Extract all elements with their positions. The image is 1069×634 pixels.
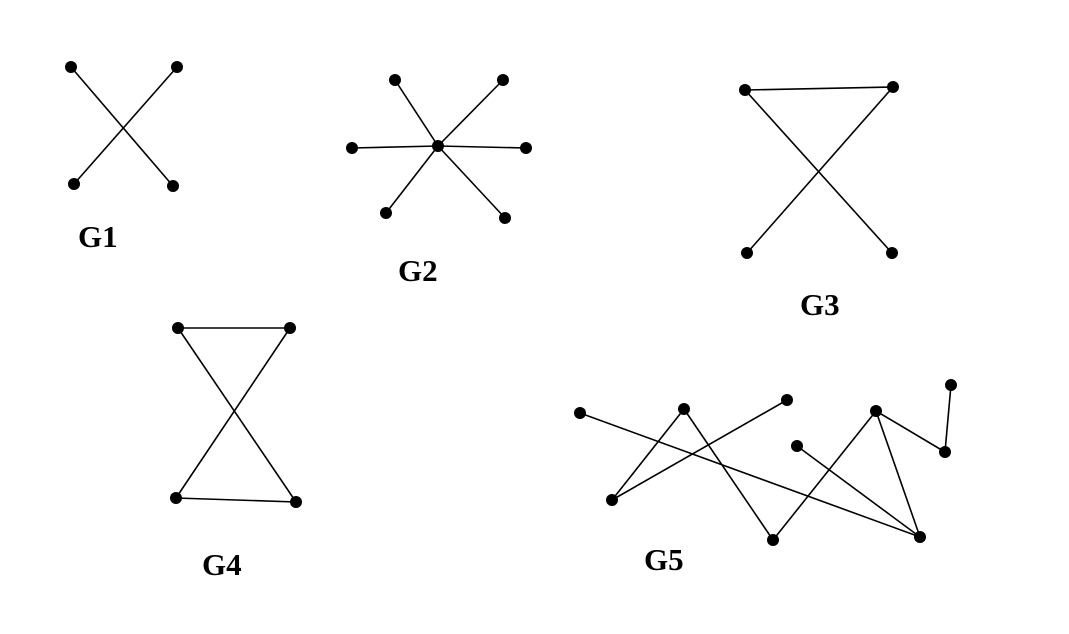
g4-node-c (170, 492, 182, 504)
g4-node-d (290, 496, 302, 508)
g3-node-a (739, 84, 751, 96)
g2-edge-f-c (385, 145, 439, 214)
g1-edge-a-d (70, 66, 174, 187)
g5-edge-b-c (611, 408, 685, 501)
g4-edge-a-d (177, 327, 297, 503)
g2-edge-e-c (437, 145, 527, 149)
g5-node-b (678, 403, 690, 415)
g3-node-d (886, 247, 898, 259)
graph-label-g5: G5 (644, 542, 684, 577)
g1-node-b (171, 61, 183, 73)
g5-edge-g-j (944, 384, 952, 453)
g5-node-j (945, 379, 957, 391)
g2-edge-a-c (394, 79, 439, 147)
g3-edge-b-c (746, 86, 894, 254)
g5-edge-e-i (796, 445, 921, 538)
g2-node-a (389, 74, 401, 86)
g4-node-b (284, 322, 296, 334)
g2-node-f (380, 207, 392, 219)
g5-node-a (574, 407, 586, 419)
g5-edge-f-i (875, 410, 921, 538)
g5-edge-c-d (611, 399, 788, 501)
g1-node-c (68, 178, 80, 190)
g4-edge-b-c (175, 327, 291, 499)
graph-label-g1: G1 (78, 219, 118, 254)
g2-node-g (499, 212, 511, 224)
g2-edge-d-c (351, 145, 439, 149)
g2-node-c (432, 140, 444, 152)
graph-label-g4: G4 (202, 547, 242, 582)
g5-node-f (870, 405, 882, 417)
g2-edge-g-c (437, 145, 506, 219)
g1-node-a (65, 61, 77, 73)
g3-node-b (887, 81, 899, 93)
graph-label-g2: G2 (398, 253, 438, 288)
g5-node-i (914, 531, 926, 543)
g5-edge-f-g (875, 410, 946, 453)
g2-edge-b-c (437, 79, 504, 147)
graph-g4 (170, 322, 302, 508)
graph-g3 (739, 81, 899, 259)
g1-edge-b-c (73, 66, 178, 185)
g5-node-c (606, 494, 618, 506)
graph-g5 (574, 379, 957, 546)
graph-label-g3: G3 (800, 287, 840, 322)
g5-edge-a-i (579, 412, 921, 538)
g4-node-a (172, 322, 184, 334)
g1-node-d (167, 180, 179, 192)
g5-edge-b-h (683, 408, 774, 541)
g5-node-d (781, 394, 793, 406)
g5-node-h (767, 534, 779, 546)
g4-edge-c-d (175, 497, 297, 503)
g3-node-c (741, 247, 753, 259)
g3-edge-a-b (744, 86, 894, 91)
g5-edge-h-f (772, 410, 877, 541)
g2-node-b (497, 74, 509, 86)
graph-g2 (346, 74, 532, 224)
graph-g1 (65, 61, 183, 192)
g2-node-d (346, 142, 358, 154)
g5-node-g (939, 446, 951, 458)
g2-node-e (520, 142, 532, 154)
g5-node-e (791, 440, 803, 452)
